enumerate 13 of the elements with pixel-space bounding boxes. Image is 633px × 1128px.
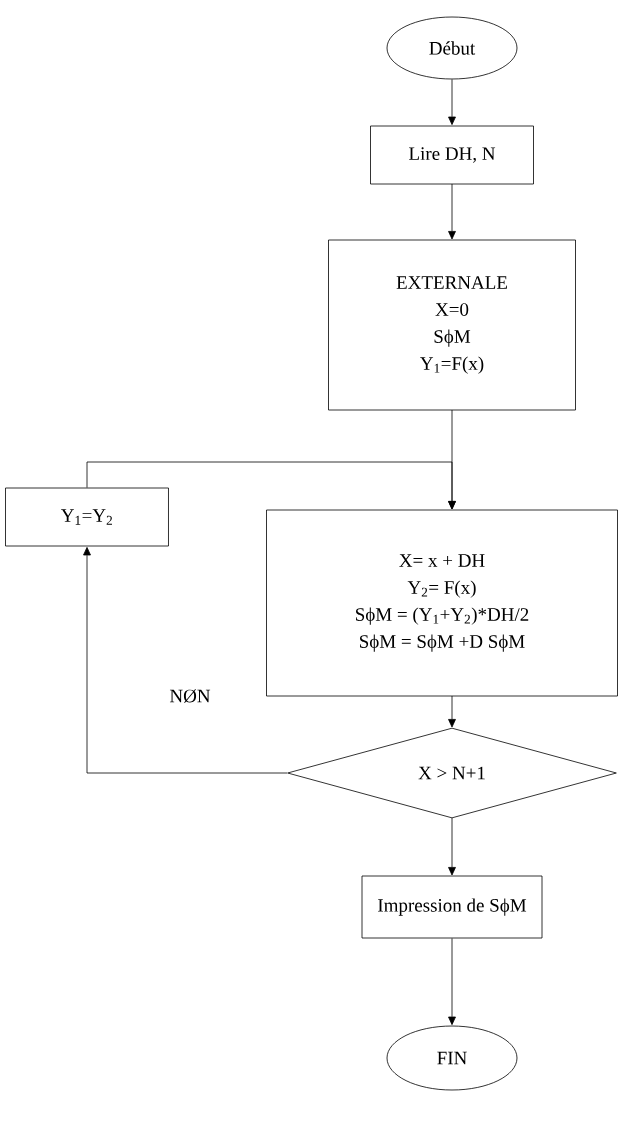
process-box: X= x + DH Y$_{2}$= F(x) SϕM = (Y$_{1}$+Y$_{2}$)*DH/2 SϕM = SϕM +D SϕM: [266, 509, 618, 697]
arrow: [448, 817, 456, 876]
process-box: Impression de SϕM: [361, 875, 543, 939]
edge-label: NØN: [168, 688, 212, 704]
arrow: [83, 547, 288, 774]
arrow: [448, 938, 456, 1026]
process-box: Lire DH, N: [370, 125, 534, 185]
process-box: EXTERNALE X=0 SϕM Y$_{1}$=F(x): [328, 239, 576, 411]
arrow: [86, 461, 456, 510]
arrow: [448, 183, 456, 240]
arrow: [448, 79, 456, 126]
arrow: [448, 695, 456, 728]
process-box: Y$_{1}$=Y$_{2}$: [5, 487, 169, 547]
